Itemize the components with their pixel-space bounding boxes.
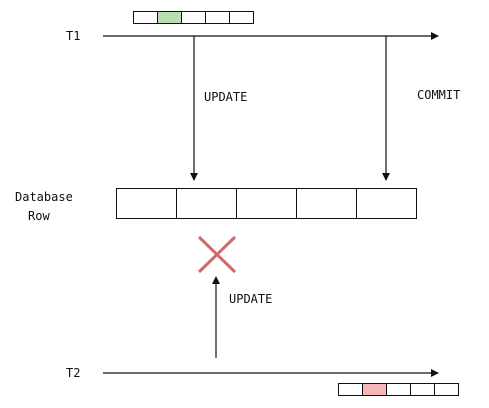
t2-state-cells	[338, 383, 459, 396]
database-row-cell-2	[176, 188, 237, 219]
t2-update-label: UPDATE	[229, 292, 272, 306]
t2-state-cell-4	[410, 383, 435, 396]
t1-state-cell-4	[205, 11, 230, 24]
t1-commit-label: COMMIT	[417, 88, 460, 102]
database-row-cell-5	[356, 188, 417, 219]
t1-label: T1	[66, 29, 80, 43]
blocked-cross-icon	[197, 235, 237, 274]
t1-state-cell-3	[181, 11, 206, 24]
database-row-cells	[116, 188, 417, 219]
database-row-cell-3	[236, 188, 297, 219]
t2-state-cell-3	[386, 383, 411, 396]
database-row-label-line2: Row	[28, 209, 50, 223]
t1-update-label: UPDATE	[204, 90, 247, 104]
t1-state-cell-2	[157, 11, 182, 24]
t2-state-cell-5	[434, 383, 459, 396]
t1-state-cell-1	[133, 11, 158, 24]
database-row-label-line1: Database	[15, 190, 73, 204]
database-row-cell-4	[296, 188, 357, 219]
t2-state-cell-2	[362, 383, 387, 396]
t2-label: T2	[66, 366, 80, 380]
t2-state-cell-1	[338, 383, 363, 396]
database-row-cell-1	[116, 188, 177, 219]
t1-state-cell-5	[229, 11, 254, 24]
t1-state-cells	[133, 11, 254, 24]
